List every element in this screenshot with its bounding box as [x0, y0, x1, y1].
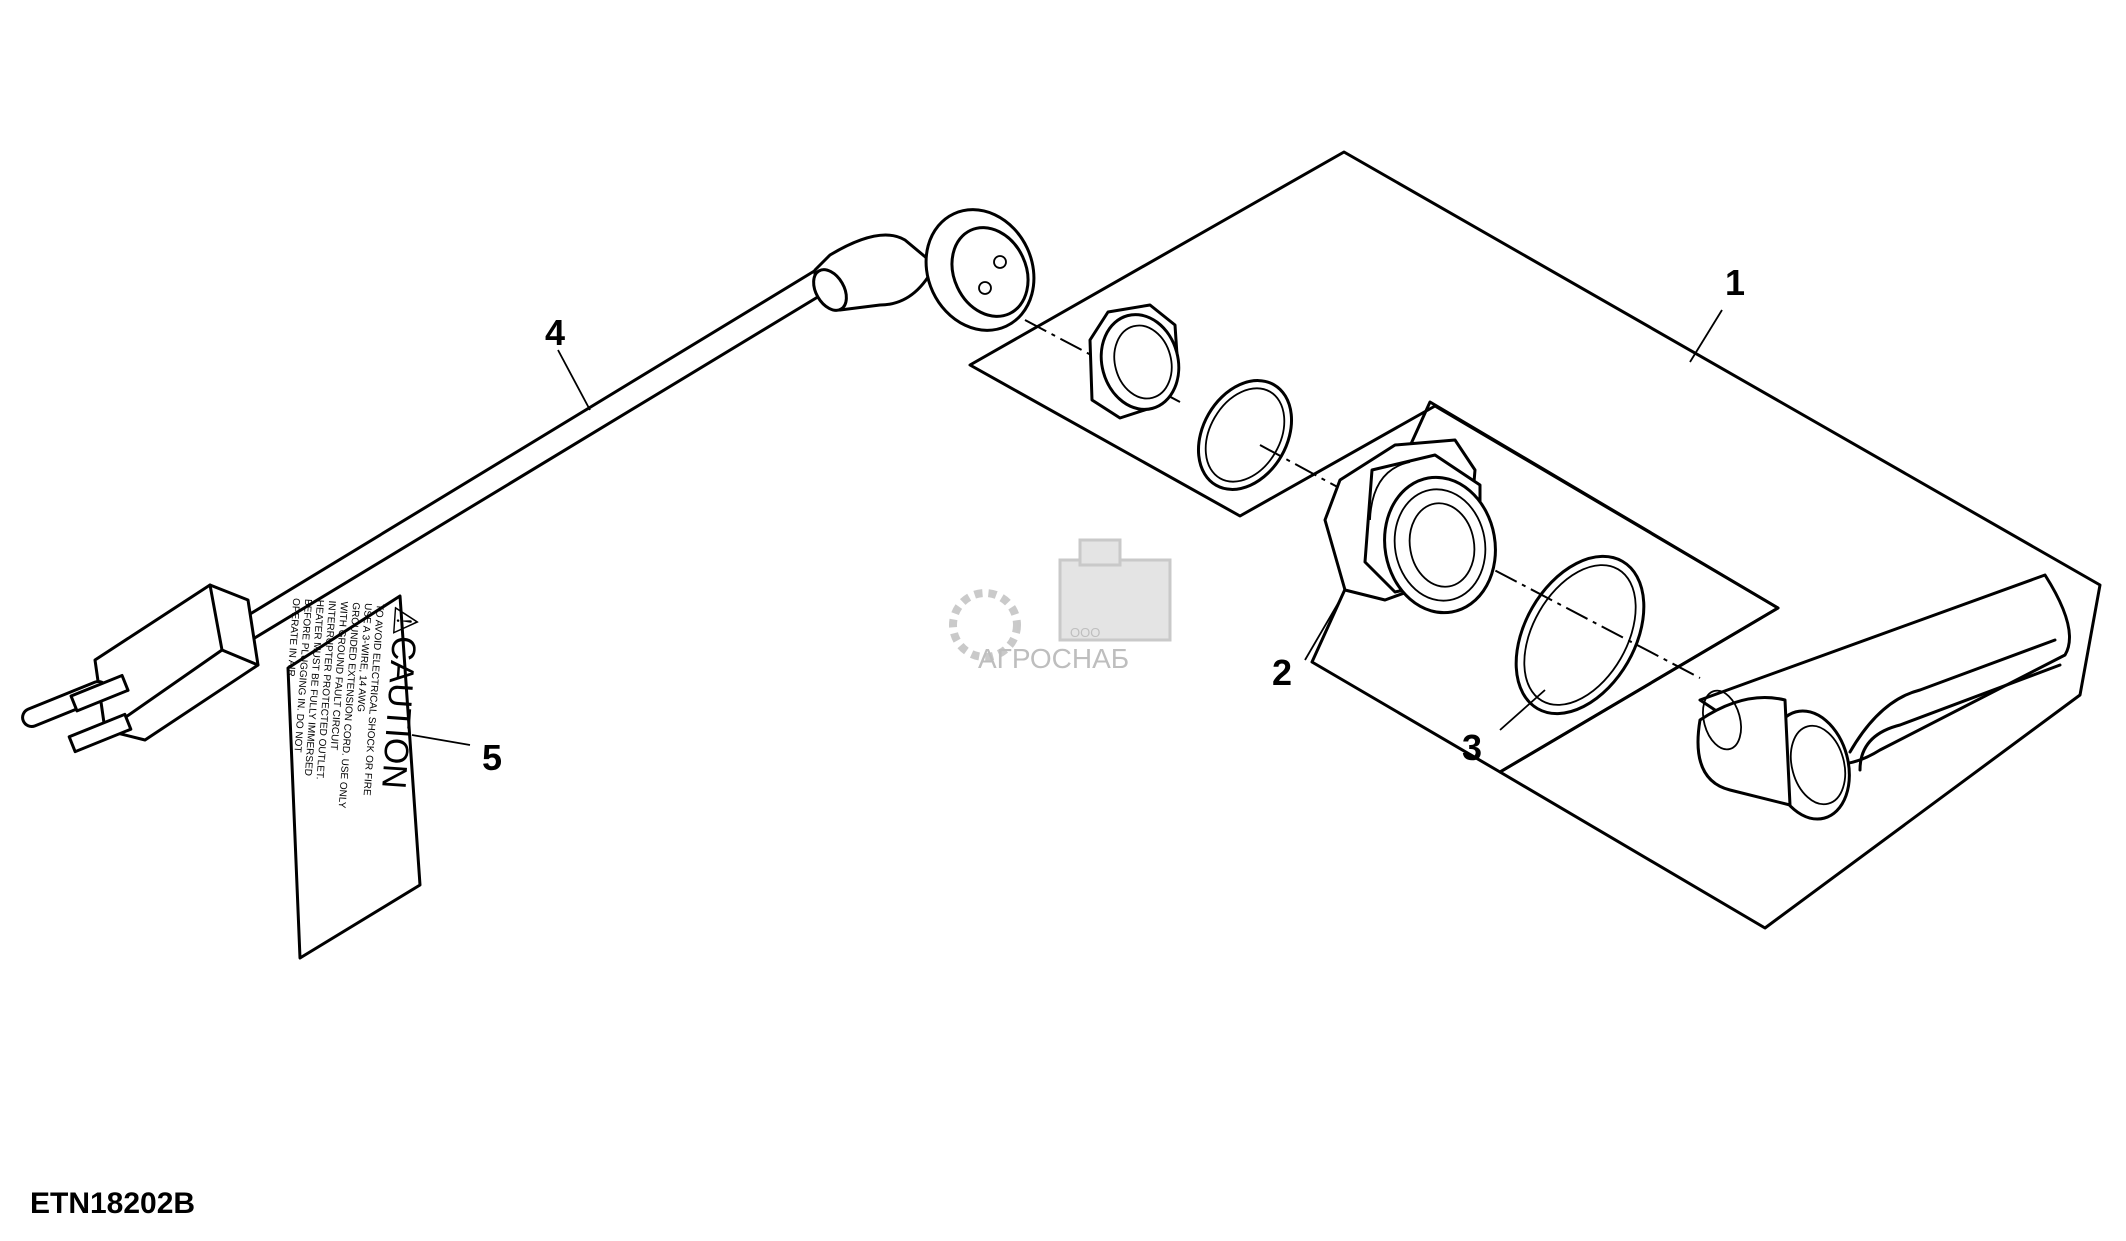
- watermark-small: ООО: [1070, 625, 1100, 640]
- watermark-brand: АГРОСНАБ: [978, 643, 1129, 674]
- power-cord: [21, 208, 1036, 754]
- gear-tractor-logo-icon: [949, 538, 1172, 661]
- lock-nut: [1088, 303, 1181, 420]
- callout-4: 4: [545, 312, 565, 353]
- heater-element: [1696, 573, 2071, 821]
- figure-id: ETN18202B: [30, 1187, 195, 1220]
- kit-outline-1: [968, 150, 2102, 930]
- leader-lines: [411, 309, 1723, 746]
- adapter-fitting: [1323, 438, 1497, 615]
- callout-3: 3: [1462, 727, 1482, 768]
- watermark: ООО АГРОСНАБ: [949, 538, 1172, 674]
- caution-decal: ⚠CAUTION TO AVOID ELECTRICAL SHOCK OR FI…: [285, 594, 425, 960]
- callout-5: 5: [482, 737, 502, 778]
- large-o-ring: [1514, 554, 1646, 716]
- small-o-ring: [1196, 379, 1294, 491]
- callout-1: 1: [1725, 262, 1745, 303]
- callout-2: 2: [1272, 652, 1292, 693]
- callouts: 1 2 3 4 5: [482, 262, 1745, 778]
